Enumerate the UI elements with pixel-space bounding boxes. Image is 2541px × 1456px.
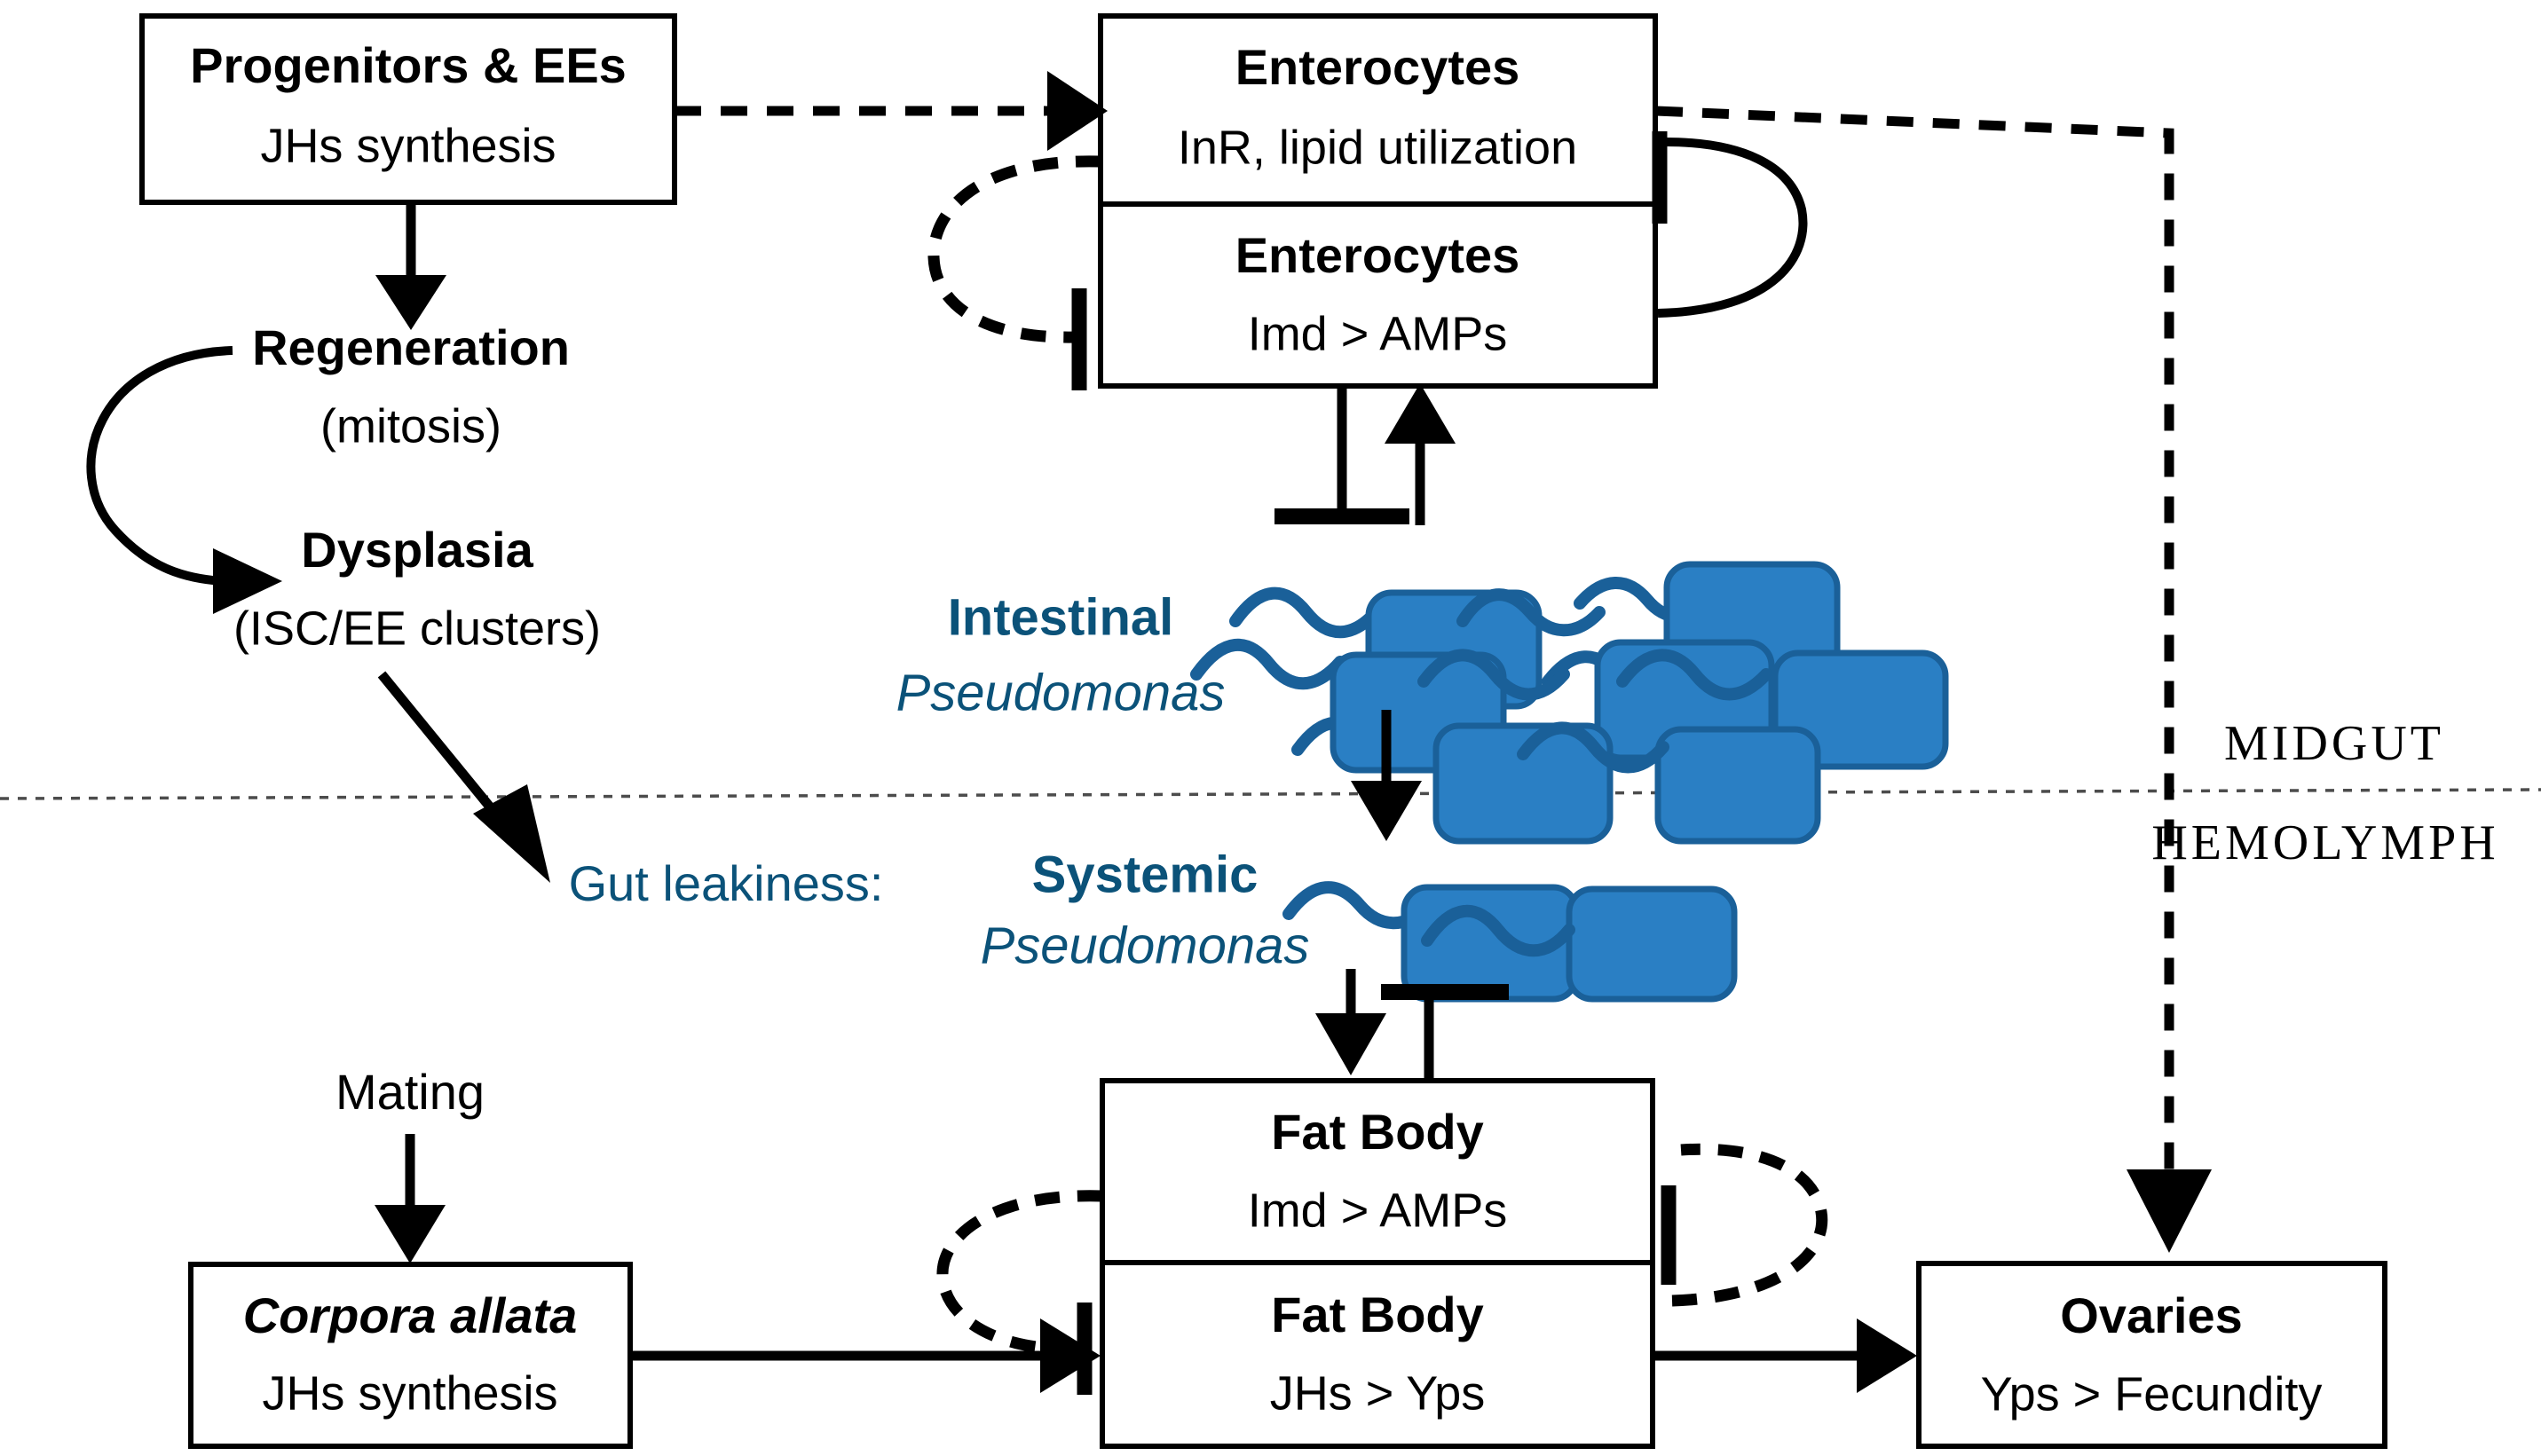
node-dysplasia[interactable]: Dysplasia (ISC/EE clusters) (233, 522, 601, 655)
edge-fat-body-to-ovaries (1653, 1318, 1917, 1393)
node-mating[interactable]: Mating (335, 1064, 485, 1120)
enterocytes-imd-title: Enterocytes (1235, 227, 1520, 283)
flagellum-overlay-icon (1616, 649, 1772, 701)
fat-body-jhs-box (1100, 1260, 1655, 1449)
node-gut-leakiness[interactable]: Gut leakiness: (569, 855, 884, 911)
intestinal-pseudomonas-subtitle: Pseudomonas (896, 664, 1226, 721)
node-fat-body-stack[interactable]: Fat Body Imd > AMPs Fat Body JHs > Yps (1100, 1078, 1655, 1449)
edge-fat-body-jhs-inhibits-imd (1661, 1143, 1828, 1307)
ovaries-title: Ovaries (2060, 1287, 2243, 1343)
ovaries-box (1916, 1261, 2387, 1449)
gut-leakiness-label: Gut leakiness: (569, 855, 884, 911)
fat-body-imd-subtitle: Imd > AMPs (1248, 1184, 1508, 1237)
intestinal-bacteria-cluster (1190, 561, 1949, 845)
enterocytes-inr-subtitle: InR, lipid utilization (1178, 121, 1577, 174)
corpora-allata-subtitle: JHs synthesis (262, 1366, 557, 1420)
bacterium-icon (1566, 885, 1738, 1003)
enterocytes-imd-box (1098, 201, 1658, 389)
fat-body-jhs-subtitle: JHs > Yps (1270, 1366, 1486, 1420)
edge-intestinal-to-systemic (1351, 710, 1422, 841)
edge-enterocytes-to-ovaries (1655, 106, 2212, 1253)
flagellum-overlay-icon (1421, 904, 1575, 957)
progenitors-box (139, 13, 677, 205)
corpora-allata-title: Corpora allata (243, 1287, 578, 1343)
node-regeneration[interactable]: Regeneration (mitosis) (252, 319, 570, 453)
bacterium-icon (1432, 722, 1614, 845)
edge-enterocytes-imd-inhibits-inr (1652, 131, 1808, 318)
node-intestinal-pseudomonas[interactable]: Intestinal Pseudomonas (896, 588, 1226, 721)
enterocytes-imd-subtitle: Imd > AMPs (1248, 307, 1508, 360)
flagellum-overlay-icon (1517, 721, 1669, 774)
flagellum-overlay-icon (1417, 649, 1570, 701)
edge-fat-body-imd-inhibits-jhs (936, 1190, 1103, 1395)
midgut-hemolymph-divider (0, 788, 2541, 800)
edge-mating-to-corpora-allata (375, 1134, 446, 1263)
compartment-label-hemolymph: HEMOLYMPH (2151, 815, 2498, 870)
node-ovaries[interactable]: Ovaries Yps > Fecundity (1916, 1261, 2387, 1449)
edge-regeneration-to-dysplasia (86, 346, 282, 614)
bacterium-icon (1654, 726, 1821, 845)
fat-body-jhs-title: Fat Body (1271, 1287, 1484, 1342)
node-enterocytes-stack[interactable]: Enterocytes InR, lipid utilization Enter… (1098, 13, 1658, 389)
ovaries-subtitle: Yps > Fecundity (1981, 1367, 2323, 1421)
edge-enterocytes-inr-inhibits-imd (927, 155, 1101, 390)
fat-body-imd-title: Fat Body (1271, 1104, 1484, 1160)
edge-fat-body-inhibits-systemic (1381, 984, 1509, 1081)
flagellum-icon (1229, 586, 1384, 639)
edge-systemic-to-fat-body (1315, 969, 1386, 1075)
edge-progenitors-to-regeneration (375, 202, 446, 330)
enterocytes-inr-title: Enterocytes (1235, 39, 1520, 95)
flagellum-overlay-icon (1456, 588, 1606, 637)
edge-enterocytes-inhibit-bacteria (1274, 386, 1409, 524)
dysplasia-subtitle: (ISC/EE clusters) (233, 602, 601, 655)
progenitors-subtitle: JHs synthesis (260, 119, 556, 172)
edge-dysplasia-to-gut-leakiness (377, 671, 550, 883)
systemic-pseudomonas-subtitle: Pseudomonas (981, 917, 1310, 974)
systemic-pseudomonas-title: Systemic (1032, 846, 1259, 903)
dysplasia-title: Dysplasia (301, 522, 533, 578)
node-corpora-allata[interactable]: Corpora allata JHs synthesis (188, 1262, 633, 1449)
progenitors-title: Progenitors & EEs (190, 37, 627, 93)
compartment-label-midgut: MIDGUT (2224, 716, 2444, 771)
edge-bacteria-activate-enterocytes (1385, 383, 1456, 525)
flagellum-icon (1190, 638, 1346, 690)
edge-corpora-allata-to-fat-body (630, 1318, 1101, 1393)
regeneration-subtitle: (mitosis) (320, 399, 501, 453)
enterocytes-inr-box (1098, 13, 1658, 207)
node-progenitors-ees[interactable]: Progenitors & EEs JHs synthesis (139, 13, 677, 205)
node-systemic-pseudomonas[interactable]: Systemic Pseudomonas (981, 846, 1310, 974)
mating-label: Mating (335, 1064, 485, 1120)
intestinal-pseudomonas-title: Intestinal (948, 588, 1174, 646)
edge-progenitors-to-enterocytes (675, 71, 1108, 151)
bacterium-icon (1772, 649, 1949, 770)
